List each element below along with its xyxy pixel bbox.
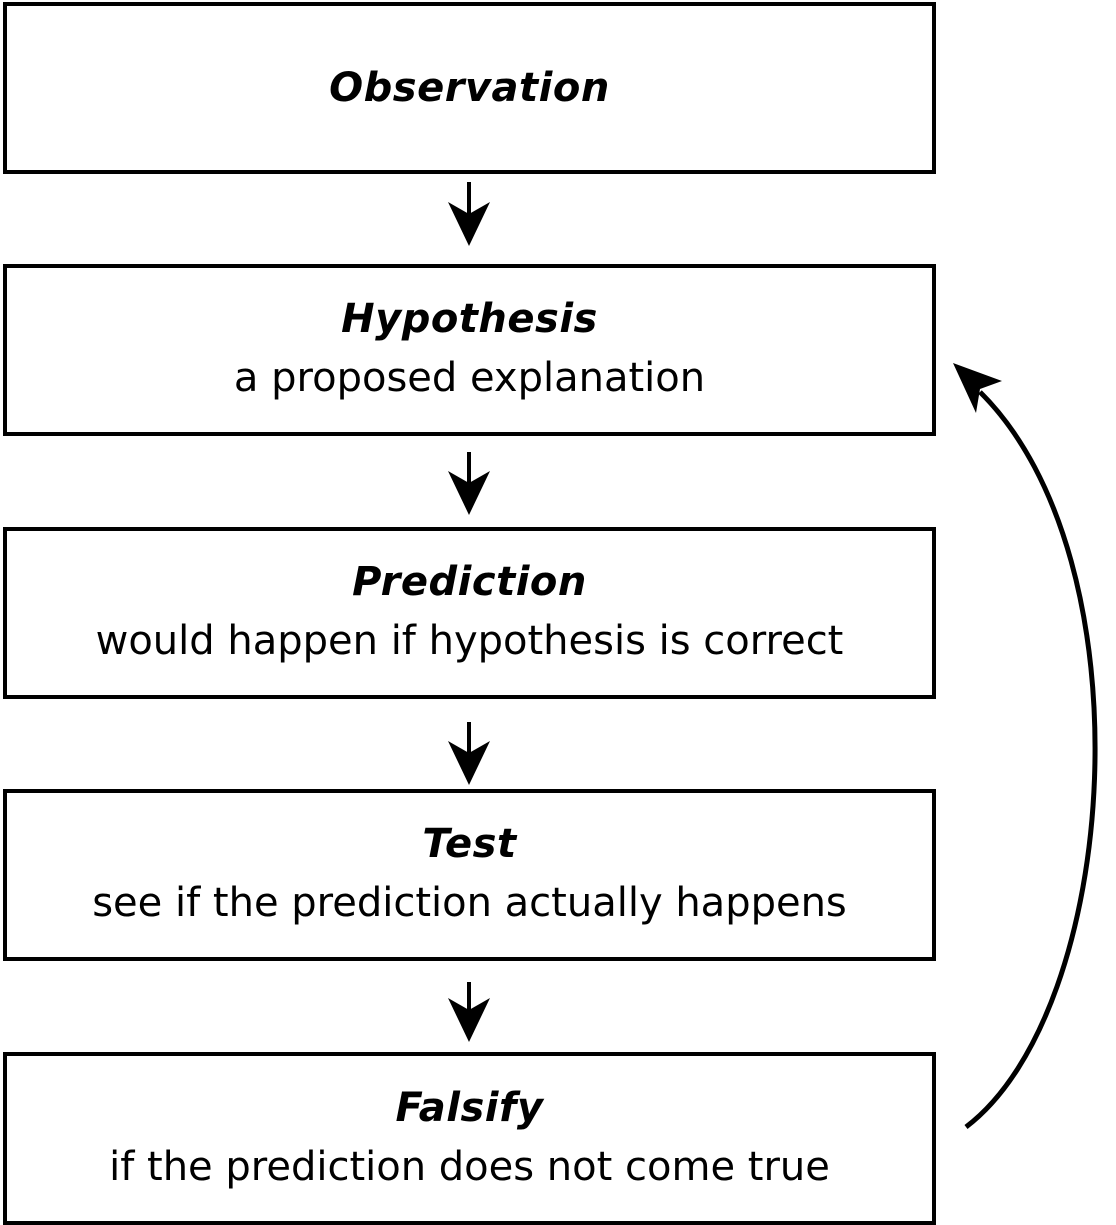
prediction-description: would happen if hypothesis is correct: [95, 618, 844, 664]
down-arrow-icon: [448, 722, 490, 785]
down-arrow-icon: [448, 982, 490, 1042]
test-box: Test see if the prediction actually happ…: [3, 789, 936, 961]
test-description: see if the prediction actually happens: [92, 880, 847, 926]
hypothesis-title: Hypothesis: [341, 296, 598, 342]
curved-return-arrow-icon: [953, 363, 1098, 1129]
prediction-title: Prediction: [352, 559, 587, 605]
observation-box: Observation: [3, 2, 936, 174]
prediction-box: Prediction would happen if hypothesis is…: [3, 527, 936, 699]
down-arrow-icon: [448, 182, 490, 246]
hypothesis-description: a proposed explanation: [233, 355, 706, 401]
test-title: Test: [422, 821, 517, 867]
falsify-title: Falsify: [395, 1084, 544, 1131]
falsify-box: Falsify if the prediction does not come …: [3, 1052, 936, 1225]
down-arrow-icon: [448, 452, 490, 515]
falsify-description: if the prediction does not come true: [109, 1143, 830, 1190]
observation-title: Observation: [329, 65, 610, 111]
hypothesis-box: Hypothesis a proposed explanation: [3, 264, 936, 436]
